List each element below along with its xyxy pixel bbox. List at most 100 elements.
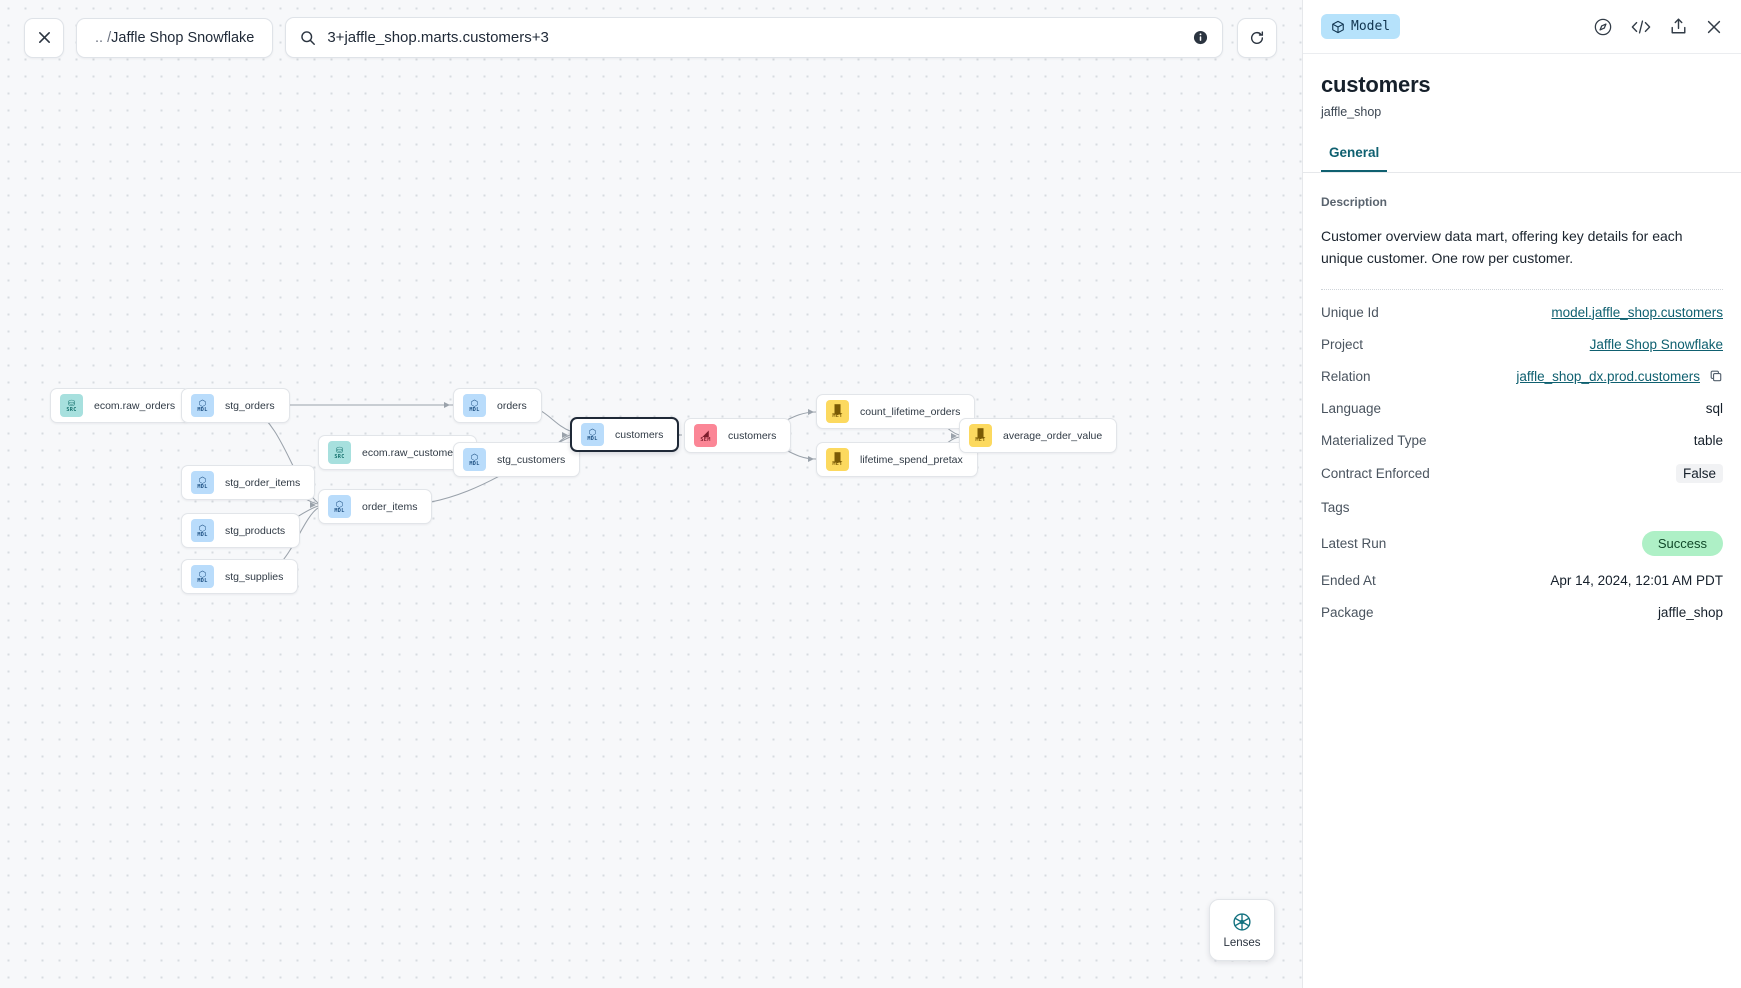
graph-node-label: stg_order_items — [225, 476, 301, 489]
status-badge: Success — [1641, 531, 1723, 556]
graph-node-stg_supplies[interactable]: ⬡MDL stg_supplies — [181, 559, 299, 594]
copy-icon[interactable] — [1709, 369, 1723, 383]
field-key: Contract Enforced — [1321, 466, 1430, 481]
close-icon — [37, 30, 52, 45]
graph-node-count_lifetime_orders[interactable]: █MET count_lifetime_orders — [816, 394, 976, 429]
page-title: customers — [1321, 72, 1431, 97]
field-key: Materialized Type — [1321, 432, 1427, 448]
met-badge-icon: █MET — [826, 400, 849, 423]
graph-node-stg_products[interactable]: ⬡MDL stg_products — [181, 513, 301, 548]
graph-node-label: stg_supplies — [225, 570, 284, 583]
mdl-badge-icon: ⬡MDL — [191, 519, 214, 542]
mdl-badge-icon: ⬡MDL — [463, 448, 486, 471]
field-value: sql — [1705, 400, 1723, 416]
mdl-badge-icon: ⬡MDL — [328, 495, 351, 518]
info-icon[interactable] — [1193, 30, 1208, 45]
search-icon — [300, 30, 316, 46]
field-value-chip: False — [1675, 464, 1723, 483]
field-row: Materialized Type table — [1321, 424, 1723, 456]
refresh-button[interactable] — [1237, 17, 1278, 58]
field-key: Unique Id — [1321, 304, 1379, 320]
search-input[interactable] — [327, 29, 1183, 46]
panel-tabs: General — [1303, 145, 1741, 173]
field-key: Latest Run — [1321, 536, 1387, 551]
field-key: Project — [1321, 336, 1364, 352]
graph-node-label: lifetime_spend_pretax — [860, 453, 963, 466]
field-value-link[interactable]: jaffle_shop_dx.prod.customers — [1516, 368, 1700, 384]
graph-node-label: ecom.raw_customers — [362, 446, 462, 459]
details-panel: Model — [1302, 0, 1741, 988]
lenses-label: Lenses — [1223, 937, 1261, 949]
description-text: Customer overview data mart, offering ke… — [1321, 228, 1683, 266]
field-row: Contract Enforced False — [1321, 456, 1723, 491]
field-row: Unique Id model.jaffle_shop.customers — [1321, 296, 1723, 328]
field-row: Project Jaffle Shop Snowflake — [1321, 328, 1723, 360]
field-row: Relation jaffle_shop_dx.prod.customers — [1321, 360, 1723, 392]
graph-node-label: customers — [615, 428, 664, 441]
met-badge-icon: █MET — [969, 424, 992, 447]
tab-general[interactable]: General — [1321, 145, 1388, 172]
lineage-canvas[interactable]: .. / Jaffle Shop Snowflake — [0, 0, 1302, 988]
field-key: Ended At — [1321, 572, 1376, 588]
field-value-group: jaffle_shop_dx.prod.customers — [1516, 369, 1723, 384]
graph-node-label: stg_products — [225, 524, 286, 537]
field-value: table — [1693, 432, 1723, 448]
node-type-chip[interactable]: Model — [1321, 14, 1401, 39]
lenses-button[interactable]: Lenses — [1209, 899, 1275, 961]
graph-node-order_items[interactable]: ⬡MDL order_items — [318, 489, 433, 524]
code-icon[interactable] — [1630, 18, 1652, 36]
mdl-badge-icon: ⬡MDL — [191, 471, 214, 494]
field-key: Package — [1321, 604, 1374, 620]
panel-header: Model — [1303, 0, 1741, 54]
description-label: Description — [1321, 195, 1388, 209]
mdl-badge-icon: ⬡MDL — [191, 565, 214, 588]
field-row: Language sql — [1321, 392, 1723, 424]
breadcrumb-prefix: .. / — [95, 29, 112, 46]
panel-header-actions — [1593, 17, 1723, 37]
graph-node-customers_semantic[interactable]: ◢SEM customers — [684, 418, 792, 453]
graph-node-label: customers — [728, 429, 777, 442]
sem-badge-icon: ◢SEM — [694, 424, 717, 447]
graph-node-label: order_items — [362, 500, 418, 513]
panel-title-block: customers jaffle_shop — [1303, 54, 1741, 119]
panel-body: Description Customer overview data mart,… — [1303, 173, 1741, 988]
cube-icon — [1331, 20, 1345, 34]
graph-node-orders[interactable]: ⬡MDL orders — [453, 388, 542, 423]
field-value-link[interactable]: Jaffle Shop Snowflake — [1589, 336, 1723, 352]
graph-node-label: ecom.raw_orders — [94, 399, 176, 412]
share-icon[interactable] — [1669, 17, 1688, 36]
compass-icon[interactable] — [1593, 17, 1613, 37]
breadcrumb-project: Jaffle Shop Snowflake — [111, 29, 255, 46]
lenses-icon — [1231, 911, 1253, 933]
section-divider — [1321, 289, 1723, 290]
graph-node-customers_model[interactable]: ⬡MDL customers — [570, 417, 680, 452]
mdl-badge-icon: ⬡MDL — [581, 423, 604, 446]
close-icon[interactable] — [1705, 18, 1723, 36]
breadcrumb[interactable]: .. / Jaffle Shop Snowflake — [76, 17, 274, 58]
graph-node-label: orders — [497, 399, 527, 412]
field-value-link[interactable]: model.jaffle_shop.customers — [1551, 304, 1723, 320]
page-subtitle: jaffle_shop — [1321, 105, 1382, 119]
field-row: Tags — [1321, 491, 1723, 523]
field-value: Apr 14, 2024, 12:01 AM PDT — [1550, 572, 1723, 588]
field-key: Relation — [1321, 368, 1371, 384]
graph-node-label: count_lifetime_orders — [860, 405, 961, 418]
field-key: Tags — [1321, 499, 1350, 515]
field-key: Language — [1321, 400, 1382, 416]
mdl-badge-icon: ⬡MDL — [463, 394, 486, 417]
field-row: Latest Run Success — [1321, 523, 1723, 564]
graph-node-stg_order_items[interactable]: ⬡MDL stg_order_items — [181, 465, 316, 500]
search-bar[interactable] — [285, 17, 1224, 58]
mdl-badge-icon: ⬡MDL — [191, 394, 214, 417]
close-lineage-button[interactable] — [24, 17, 64, 58]
